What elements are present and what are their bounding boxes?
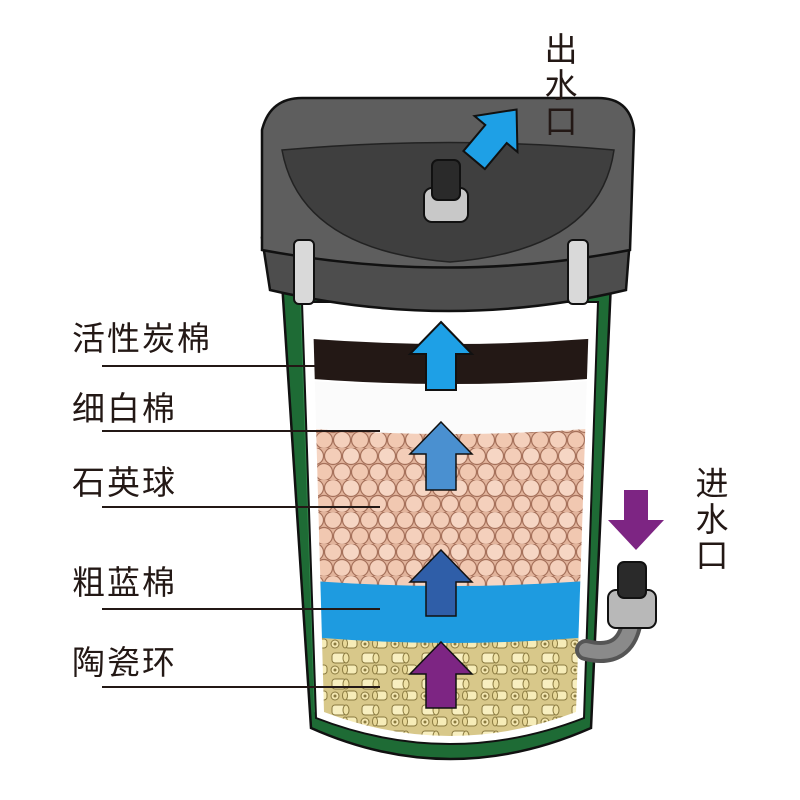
arrow-ceramic: [408, 640, 474, 709]
inlet-nozzle: [617, 561, 647, 599]
clip-left: [293, 239, 315, 305]
label-ceramic-rings: 陶瓷环: [72, 643, 177, 682]
arrow-white-cotton: [408, 420, 474, 491]
label-quartz-balls: 石英球: [72, 463, 177, 502]
clip-right: [567, 239, 589, 305]
label-carbon-cotton: 活性炭棉: [72, 319, 212, 358]
inlet-arrow: [608, 490, 664, 550]
label-coarse-blue-cotton: 粗蓝棉: [72, 563, 177, 602]
arrow-carbon: [407, 320, 475, 391]
layer-quartz-balls: [313, 428, 589, 594]
arrow-quartz: [408, 548, 474, 617]
outlet-nozzle: [431, 159, 461, 201]
label-inlet: 进水口: [695, 464, 729, 575]
outlet-arrow: [462, 108, 519, 171]
layer-white-cotton: [313, 380, 589, 436]
label-white-cotton: 细白棉: [72, 389, 177, 428]
label-outlet: 出水口: [544, 30, 578, 141]
